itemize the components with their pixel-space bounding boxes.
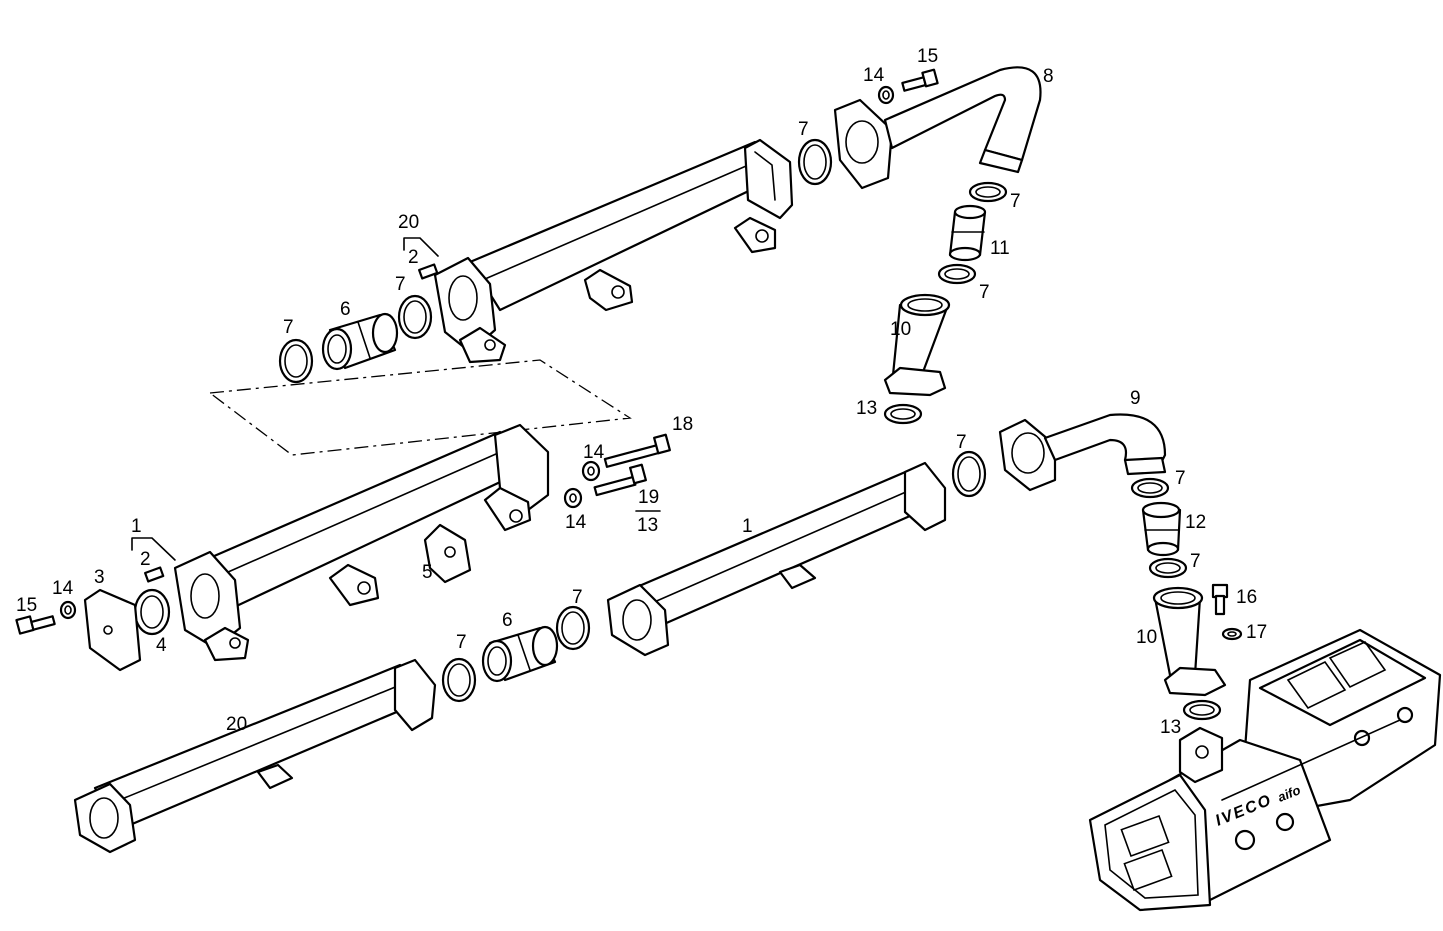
label-7-r3: 7 [1175, 468, 1186, 489]
bolt-16 [1211, 583, 1229, 616]
label-1-left: 1 [131, 516, 142, 537]
label-7-mid: 7 [956, 432, 967, 453]
ring-7-r4 [1148, 557, 1188, 579]
label-15-left: 15 [16, 595, 37, 616]
label-7-upper-b: 7 [395, 274, 406, 295]
label-4: 4 [156, 635, 167, 656]
label-18: 18 [672, 414, 693, 435]
label-3: 3 [94, 567, 105, 588]
pipe-10-upper [883, 293, 951, 397]
washer-17 [1221, 627, 1243, 641]
middle-left-manifold-pipe [173, 423, 550, 662]
label-13-lower: 13 [1160, 717, 1181, 738]
label-16: 16 [1236, 587, 1257, 608]
gasket-4 [133, 588, 171, 636]
label-13-mid: 13 [637, 515, 658, 536]
pipe-10-lower [1152, 586, 1227, 697]
label-8: 8 [1043, 66, 1054, 87]
gasket-13-lower [1182, 699, 1222, 721]
bolt-18 [603, 433, 671, 468]
label-7-upper-a: 7 [283, 317, 294, 338]
label-14-left: 14 [52, 578, 74, 599]
upper-seal-ring-7-mid [397, 294, 433, 340]
label-7-r4: 7 [1190, 551, 1201, 572]
sleeve-11 [948, 204, 987, 262]
washer-14-mid1 [581, 460, 601, 482]
bolt-19 [593, 463, 647, 497]
bolt-15-left [15, 615, 56, 635]
label-2-upper: 2 [408, 247, 419, 268]
part-labels: 20 2 7 6 7 7 14 15 8 7 11 7 10 13 18 14 … [16, 46, 1267, 738]
label-6-lower: 6 [502, 610, 513, 631]
label-6-upper: 6 [340, 299, 351, 320]
label-13-upper: 13 [856, 398, 877, 419]
label-10-lower: 10 [1136, 627, 1157, 648]
upper-sleeve-6 [321, 312, 399, 371]
washer-14-left [59, 600, 77, 620]
label-9: 9 [1130, 388, 1141, 409]
label-7-lower-a: 7 [456, 632, 467, 653]
lower-ring-7-b [555, 605, 591, 651]
label-12: 12 [1185, 512, 1206, 533]
upper-ring-7-flange [797, 138, 833, 186]
label-20-upper: 20 [398, 212, 419, 233]
ring-7-r2 [937, 263, 977, 285]
bolt-15-top [901, 68, 939, 92]
upper-stud-2 [418, 263, 439, 280]
stud-2-lower [144, 566, 165, 583]
bent-pipe-8 [833, 66, 1042, 190]
label-1-right: 1 [742, 516, 753, 537]
gasket-13-upper [883, 403, 923, 425]
label-7-lower-b: 7 [572, 587, 583, 608]
label-7-flange: 7 [798, 119, 809, 140]
label-14-mid2: 14 [565, 512, 587, 533]
exhaust-manifold-housing [1088, 628, 1442, 912]
mid-ring-7 [951, 450, 987, 498]
upper-manifold-pipe [433, 138, 794, 364]
lower-ring-7-a [441, 657, 477, 703]
label-7-r2: 7 [979, 282, 990, 303]
bent-pipe-9 [998, 413, 1167, 492]
washer-14-top [877, 85, 895, 105]
label-14-mid1: 14 [583, 442, 605, 463]
upper-seal-ring-7-left [278, 338, 314, 384]
label-2-lower: 2 [140, 549, 151, 570]
label-5: 5 [422, 562, 433, 583]
ring-7-r3 [1130, 477, 1170, 499]
label-17: 17 [1246, 622, 1267, 643]
label-20-lower: 20 [226, 714, 247, 735]
label-14-top: 14 [863, 65, 885, 86]
ring-7-r1 [968, 181, 1008, 203]
bracket-5 [423, 523, 472, 584]
lower-sleeve-6 [481, 625, 559, 683]
sleeve-12 [1141, 501, 1182, 557]
lower-manifold-pipe-20 [73, 658, 437, 854]
label-11: 11 [990, 238, 1010, 259]
label-15-top: 15 [917, 46, 938, 67]
label-7-r1: 7 [1010, 191, 1021, 212]
washer-14-mid2 [563, 487, 583, 509]
middle-right-manifold-pipe-1 [606, 461, 947, 657]
label-19: 19 [638, 487, 659, 508]
label-10-upper: 10 [890, 319, 911, 340]
cover-plate-3 [83, 588, 142, 672]
